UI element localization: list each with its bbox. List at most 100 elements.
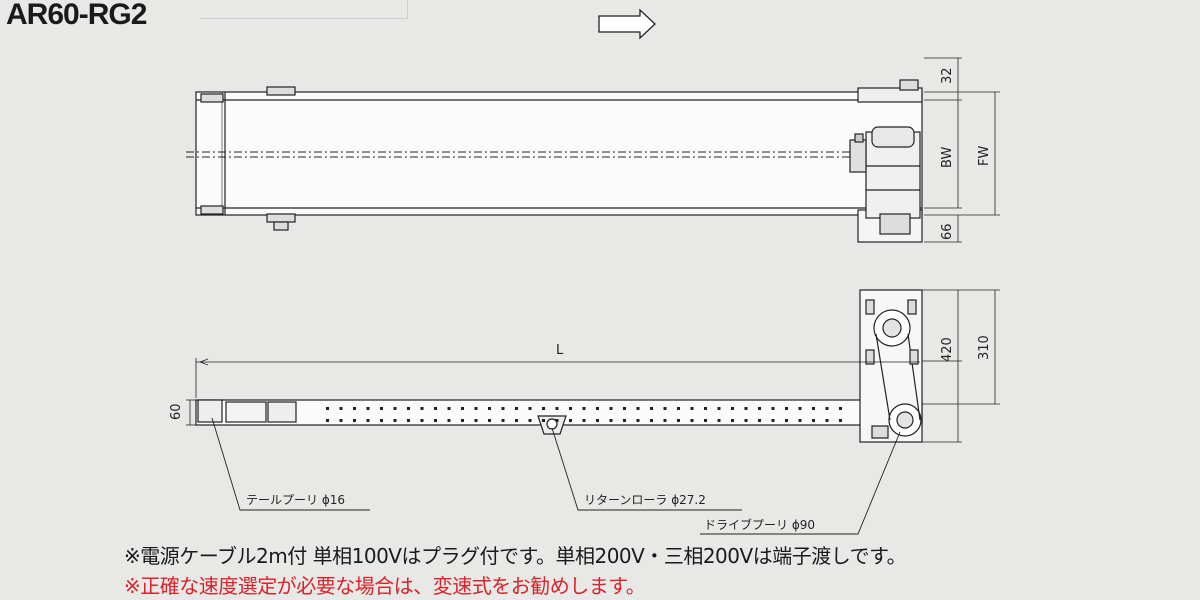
mount-hole bbox=[596, 407, 599, 410]
mount-hole bbox=[326, 407, 329, 410]
callout-leaders bbox=[211, 417, 901, 535]
mount-hole bbox=[744, 407, 748, 410]
mount-hole bbox=[582, 419, 586, 422]
mount-hole bbox=[501, 407, 505, 410]
mount-hole bbox=[798, 419, 802, 422]
mount-hole bbox=[839, 407, 842, 410]
mount-hole bbox=[690, 407, 694, 410]
mount-hole bbox=[393, 407, 397, 410]
title-underline bbox=[200, 18, 408, 19]
direction-arrow-icon bbox=[598, 8, 656, 40]
mount-hole bbox=[393, 419, 397, 422]
title-rule-vertical bbox=[407, 0, 408, 19]
dim-fw-label: FW bbox=[977, 146, 992, 166]
dim-66-label: 66 bbox=[940, 223, 955, 240]
mount-hole bbox=[420, 407, 424, 410]
mount-hole bbox=[555, 419, 559, 422]
mount-hole bbox=[812, 407, 815, 410]
mount-hole bbox=[663, 407, 667, 410]
dim-32-label: 32 bbox=[940, 67, 955, 84]
side-view bbox=[195, 289, 923, 443]
mount-hole bbox=[609, 419, 613, 422]
mount-hole bbox=[717, 419, 721, 422]
mount-hole bbox=[339, 419, 343, 422]
mount-hole bbox=[677, 407, 680, 410]
mount-hole bbox=[569, 419, 572, 422]
mount-hole bbox=[434, 419, 437, 422]
mount-hole bbox=[758, 419, 761, 422]
power-cable-note: ※電源ケーブル2m付 単相100Vはプラグ付です。単相200V・三相200Vは端… bbox=[124, 544, 907, 568]
mount-hole bbox=[515, 419, 518, 422]
mount-hole bbox=[704, 419, 707, 422]
mount-hole bbox=[731, 419, 734, 422]
mount-hole bbox=[609, 407, 613, 410]
mount-hole bbox=[339, 407, 343, 410]
mount-hole bbox=[380, 419, 383, 422]
mount-hole bbox=[650, 419, 653, 422]
mount-hole bbox=[825, 419, 829, 422]
mount-hole bbox=[542, 419, 545, 422]
mount-hole bbox=[461, 407, 464, 410]
mount-hole bbox=[515, 407, 518, 410]
mount-hole bbox=[380, 407, 383, 410]
mount-hole bbox=[785, 419, 788, 422]
mount-hole bbox=[717, 407, 721, 410]
return-roller-label: リターンローラ ϕ27.2 bbox=[584, 493, 706, 507]
dim-310-label: 310 bbox=[977, 335, 992, 360]
mount-hole bbox=[677, 419, 680, 422]
mount-hole bbox=[474, 407, 478, 410]
mount-hole bbox=[636, 419, 640, 422]
dim-bw-label: BW bbox=[940, 147, 955, 168]
mount-hole bbox=[623, 407, 626, 410]
mount-hole bbox=[825, 407, 829, 410]
mount-hole bbox=[474, 419, 478, 422]
mount-hole bbox=[407, 419, 410, 422]
tail-pulley-label: テールプーリ ϕ16 bbox=[246, 493, 345, 507]
mount-hole bbox=[407, 407, 410, 410]
dim-420-label: 420 bbox=[940, 337, 955, 362]
mount-hole bbox=[528, 419, 532, 422]
mount-hole bbox=[623, 419, 626, 422]
mount-hole bbox=[366, 407, 370, 410]
mount-hole bbox=[785, 407, 788, 410]
mount-hole bbox=[366, 419, 370, 422]
mount-hole bbox=[650, 407, 653, 410]
mount-hole bbox=[326, 419, 329, 422]
mount-hole bbox=[434, 407, 437, 410]
mount-hole bbox=[758, 407, 761, 410]
speed-selection-note: ※正確な速度選定が必要な場合は、変速式をお勧めします。 bbox=[124, 574, 646, 598]
mount-hole bbox=[704, 407, 707, 410]
mount-hole bbox=[771, 407, 775, 410]
mount-hole bbox=[542, 407, 545, 410]
frame-mount-holes bbox=[326, 407, 842, 422]
mount-hole bbox=[798, 407, 802, 410]
side-view-dimensions bbox=[186, 289, 1000, 443]
mount-hole bbox=[488, 407, 491, 410]
model-title: AR60-RG2 bbox=[6, 0, 147, 31]
mount-hole bbox=[596, 419, 599, 422]
dim-l-label: L bbox=[556, 343, 564, 358]
mount-hole bbox=[488, 419, 491, 422]
mount-hole bbox=[582, 407, 586, 410]
mount-hole bbox=[461, 419, 464, 422]
mount-hole bbox=[812, 419, 815, 422]
mount-hole bbox=[690, 419, 694, 422]
mount-hole bbox=[528, 407, 532, 410]
mount-hole bbox=[731, 407, 734, 410]
mount-hole bbox=[744, 419, 748, 422]
mount-hole bbox=[420, 419, 424, 422]
mount-hole bbox=[353, 407, 356, 410]
mount-hole bbox=[569, 407, 572, 410]
mount-hole bbox=[839, 419, 842, 422]
mount-hole bbox=[447, 419, 451, 422]
mount-hole bbox=[636, 407, 640, 410]
mount-hole bbox=[447, 407, 451, 410]
mount-hole bbox=[353, 419, 356, 422]
dim-60-label: 60 bbox=[169, 403, 184, 420]
top-view bbox=[186, 79, 923, 243]
drive-pulley-label: ドライブプーリ ϕ90 bbox=[704, 517, 815, 532]
mount-hole bbox=[501, 419, 505, 422]
mount-hole bbox=[663, 419, 667, 422]
mount-hole bbox=[771, 419, 775, 422]
